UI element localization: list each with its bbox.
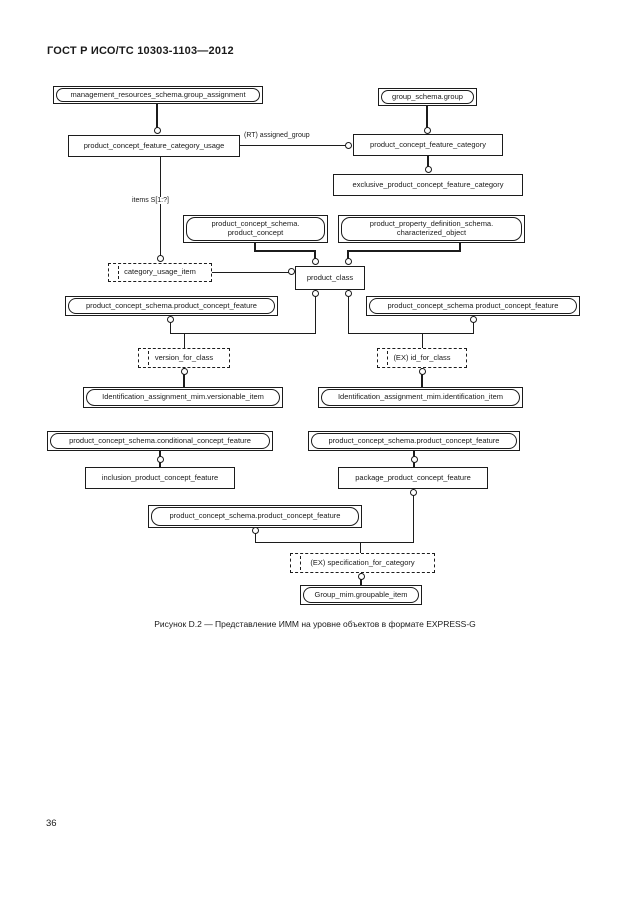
node-specification-for-category: (EX) specification_for_category [290,553,435,573]
page-number: 36 [46,818,57,829]
select-member-circle [167,316,174,323]
node-inclusion-product-concept-feature: inclusion_product_concept_feature [85,467,235,489]
edge-category-exclusive [427,156,429,171]
node-version-for-class: version_for_class [138,348,230,368]
node-product-concept-feature-category-usage: product_concept_feature_category_usage [68,135,240,157]
node-product-concept-feature-left: product_concept_schema.product_concept_f… [65,296,278,316]
edge-productconcept-seg1 [254,243,256,252]
edge-productclass-left-seg1 [315,290,316,334]
subtype-circle [312,258,319,265]
interschema-ref-outline: Identification_assignment_mim.identifica… [321,389,520,406]
node-category-usage-item: category_usage_item [108,263,212,282]
select-member-circle [312,290,319,297]
node-identification-item: Identification_assignment_mim.identifica… [318,387,523,408]
node-group: group_schema.group [378,88,477,106]
select-member-circle [470,316,477,323]
edge-productclass-right-seg2 [348,333,474,334]
edge-idforclass-seg [422,333,423,348]
edge-usage-category [240,145,349,146]
node-package-product-concept-feature: package_product_concept_feature [338,467,488,489]
subtype-circle [419,368,426,375]
edge-label-assigned-group: (RT) assigned_group [243,132,311,139]
interschema-ref-outline: product_concept_schema.conditional_conce… [50,433,270,449]
select-member-circle [345,290,352,297]
interschema-ref-outline: product_concept_schema. product_concept [186,217,325,241]
subtype-circle [181,368,188,375]
edge-productclass-right-seg1 [348,290,349,334]
edge-productconcept-seg3 [314,250,316,262]
subtype-circle [157,456,164,463]
edge-usage-items [160,157,161,259]
node-conditional-concept-feature: product_concept_schema.conditional_conce… [47,431,273,451]
edge-groupassignment-usage [156,103,158,131]
subtype-circle [345,258,352,265]
select-member-circle [252,527,259,534]
subtype-circle [411,456,418,463]
edge-characterizedobject-seg3 [347,250,349,262]
edge-label-items: items S[1:?] [131,197,170,204]
edge-idforclass-identificationitem [421,368,423,387]
edge-versionforclass-versionableitem [183,368,185,387]
edge-pcfbottom-seg [255,528,256,543]
edge-categoryusageitem-productclass [212,272,291,273]
node-versionable-item: Identification_assignment_mim.versionabl… [83,387,283,408]
node-groupable-item: Group_mim.groupable_item [300,585,422,605]
node-characterized-object: product_property_definition_schema. char… [338,215,525,243]
attribute-circle [288,268,295,275]
interschema-ref-outline: product_concept_schema.product_concept_f… [151,507,359,526]
subtype-circle [358,573,365,580]
node-product-concept-feature-bottom: product_concept_schema.product_concept_f… [148,505,362,528]
edge-versionforclass-seg [184,333,185,348]
attribute-circle [157,255,164,262]
figure-caption: Рисунок D.2 — Представление ИММ на уровн… [154,619,476,629]
edge-pcfright-seg [473,320,474,334]
edge-characterizedobject-seg1 [459,243,461,252]
interschema-ref-outline: product_concept_schema.product_concept_f… [311,433,517,449]
interschema-ref-outline: Group_mim.groupable_item [303,587,419,603]
select-member-circle [410,489,417,496]
node-product-concept-feature-category: product_concept_feature_category [353,134,503,156]
subtype-circle [154,127,161,134]
node-product-concept-feature-mid: product_concept_schema.product_concept_f… [308,431,520,451]
interschema-ref-outline: product_concept_schema product_concept_f… [369,298,577,314]
attribute-circle [345,142,352,149]
edge-spec-vertical [360,542,361,553]
interschema-ref-outline: group_schema.group [381,90,474,104]
interschema-ref-outline: product_concept_schema.product_concept_f… [68,298,275,314]
subtype-circle [425,166,432,173]
node-product-concept: product_concept_schema. product_concept [183,215,328,243]
document-header: ГОСТ Р ИСО/ТС 10303-1103—2012 [47,45,234,57]
edge-group-category [426,106,428,131]
node-product-class: product_class [295,266,365,290]
node-id-for-class: (EX) id_for_class [377,348,467,368]
edge-spec-horizontal [255,542,414,543]
edge-productclass-left-seg2 [170,333,316,334]
edge-productconcept-seg2 [254,250,316,252]
interschema-ref-outline: management_resources_schema.group_assign… [56,88,260,102]
node-product-concept-feature-right: product_concept_schema product_concept_f… [366,296,580,316]
interschema-ref-outline: product_property_definition_schema. char… [341,217,522,241]
interschema-ref-outline: Identification_assignment_mim.versionabl… [86,389,280,406]
node-exclusive-product-concept-feature-category: exclusive_product_concept_feature_catego… [333,174,523,196]
subtype-circle [424,127,431,134]
node-group-assignment: management_resources_schema.group_assign… [53,86,263,104]
edge-pcfleft-seg [170,320,171,334]
edge-package-spec-seg1 [413,489,414,543]
edge-characterizedobject-seg2 [347,250,461,252]
